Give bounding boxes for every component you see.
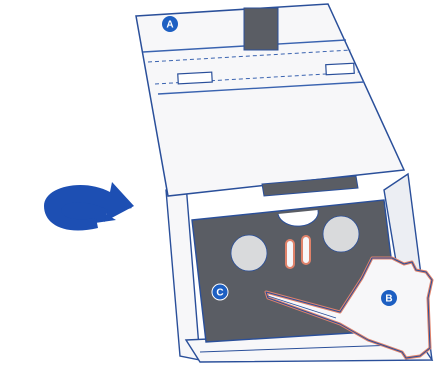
center-slot-left: [285, 239, 295, 269]
fold-line: [157, 81, 365, 95]
lid-velcro-strip: [261, 175, 359, 197]
badge-c-label: C: [216, 288, 223, 299]
lid-slot-right: [325, 62, 355, 76]
box-left-wall: [165, 183, 201, 361]
lid-slot-left: [177, 71, 213, 85]
center-slot-right: [301, 235, 311, 265]
fold-line: [147, 49, 352, 63]
badge-b: B: [381, 290, 397, 306]
nose-notch: [277, 209, 319, 227]
lid-top-tab: [243, 7, 279, 51]
lens-right: [322, 215, 360, 253]
badge-b-label: B: [385, 294, 392, 305]
insert-piece-b: [264, 256, 434, 360]
badge-a-label: A: [166, 20, 173, 31]
rotate-arrow-icon: [44, 182, 134, 231]
badge-c: C: [211, 283, 229, 301]
lens-left: [230, 234, 268, 272]
badge-a: A: [162, 16, 178, 32]
lid-panel-a: [135, 3, 406, 197]
